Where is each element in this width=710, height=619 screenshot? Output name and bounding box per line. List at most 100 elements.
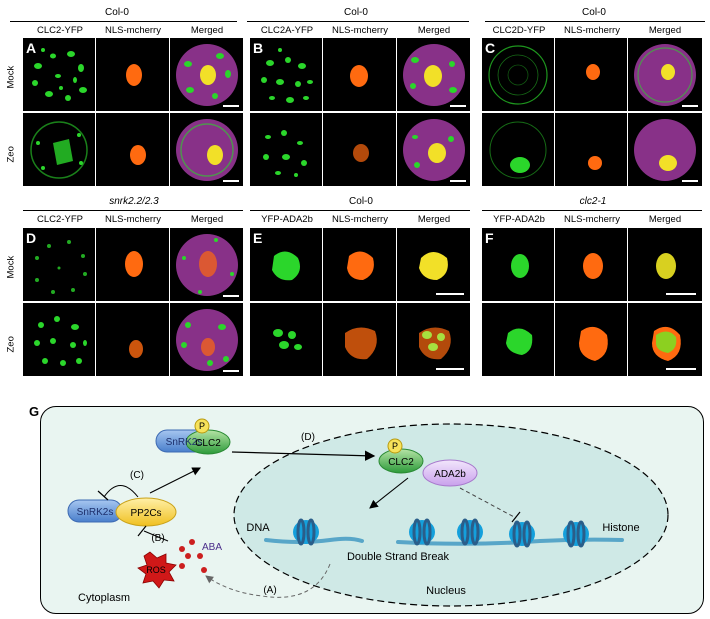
group-header-c: Col-0: [582, 7, 606, 18]
group-header-e: Col-0: [349, 196, 373, 207]
cell-image: [403, 44, 465, 106]
scale-bar: [666, 293, 696, 295]
label-clc2-cyto: CLC2: [195, 438, 221, 449]
col-title-a1: CLC2-YFP: [37, 25, 83, 36]
panel-e-merged-mock: [397, 228, 470, 301]
cell-image: [347, 251, 374, 280]
group-rule-e: [250, 210, 470, 211]
col-title-d1: CLC2-YFP: [37, 214, 83, 225]
panel-b-merged-zeo: [397, 113, 470, 186]
cell-image: [263, 130, 307, 177]
scale-bar: [682, 105, 698, 107]
cell-image: [32, 48, 87, 101]
panel-c-gfp-zeo: [482, 113, 554, 186]
panel-f-gfp-mock: F: [482, 228, 554, 301]
panel-d-mcherry-mock: [96, 228, 169, 301]
panel-e-merged-zeo: [397, 303, 470, 376]
cell-image: [588, 156, 602, 170]
label-p-nuc: P: [392, 441, 398, 451]
inhibit-pp2cs: [143, 530, 169, 542]
panel-c-merged-mock: [628, 38, 702, 111]
label-histone: Histone: [602, 522, 639, 534]
label-pp2cs: PP2Cs: [130, 508, 161, 519]
label-cytoplasm: Cytoplasm: [78, 592, 130, 604]
cell-image: [34, 316, 87, 366]
cell-image: [489, 121, 547, 179]
inhibit-histone: [459, 487, 517, 519]
label-dsb: Double Strand Break: [347, 551, 450, 563]
panel-c-gfp-mock: C: [482, 38, 554, 111]
cell-image: [176, 309, 238, 371]
scale-bar: [682, 180, 698, 182]
label-step-b: (B): [151, 533, 164, 544]
inhibit-snrk2s-bar: [97, 490, 109, 501]
cell-image: [353, 144, 369, 162]
panel-e-mcherry-mock: [323, 228, 396, 301]
cell-image: [656, 253, 676, 279]
panel-letter-a: A: [26, 40, 37, 56]
panel-b-gfp-zeo: [250, 113, 322, 186]
cell-image: [176, 234, 238, 296]
dna-strand-right: [396, 537, 624, 546]
panel-a-mcherry-mock: [96, 38, 169, 111]
label-p-top: P: [199, 421, 205, 431]
panel-a-mcherry-zeo: [96, 113, 169, 186]
scale-bar: [436, 293, 464, 295]
inhibit-snrk2s: [103, 485, 139, 498]
cell-image: [176, 119, 238, 181]
label-ros: ROS: [146, 565, 166, 575]
label-step-c: (C): [130, 470, 144, 481]
label-snrk2s-left: SnRK2s: [77, 507, 114, 518]
label-snrk2s-top: SnRK2s: [166, 437, 203, 448]
arrow-dsb-repair: [369, 477, 409, 509]
arrow-d: [231, 450, 376, 461]
panel-c-merged-zeo: [628, 113, 702, 186]
cell-image: [419, 252, 448, 280]
panel-e-mcherry-zeo: [323, 303, 396, 376]
cell-image: [126, 64, 142, 86]
panel-c-mcherry-zeo: [555, 113, 627, 186]
cell-image: [634, 44, 696, 106]
nucleosome-group: [293, 518, 589, 548]
panel-f-merged-mock: [628, 228, 702, 301]
panel-d-merged-mock: [170, 228, 243, 301]
panel-b-mcherry-zeo: [323, 113, 396, 186]
col-title-e1: YFP-ADA2b: [261, 214, 313, 225]
scale-bar: [223, 180, 239, 182]
col-title-f3: Merged: [648, 214, 682, 225]
ros-burst-icon: [137, 551, 177, 589]
cell-image: [30, 121, 88, 179]
panel-b-merged-mock: [397, 38, 470, 111]
arrow-c: [149, 467, 201, 494]
group-rule-b: [247, 21, 469, 22]
col-title-f2: NLS-mcherry: [564, 214, 620, 225]
panel-f-gfp-zeo: [482, 303, 554, 376]
col-title-b3: Merged: [417, 25, 451, 36]
cell-image: [652, 326, 681, 361]
panel-d-gfp-mock: D: [23, 228, 95, 301]
label-nucleus: Nucleus: [426, 585, 466, 597]
group-header-d: snrk2.2/2.3: [109, 196, 159, 207]
col-title-b1: CLC2A-YFP: [260, 25, 314, 36]
panel-d-merged-zeo: [170, 303, 243, 376]
panel-f-merged-zeo: [628, 303, 702, 376]
aba-dots-icon: [179, 539, 207, 573]
panel-d-gfp-zeo: [23, 303, 95, 376]
label-aba: ABA: [202, 542, 222, 553]
cell-image: [130, 145, 146, 165]
col-title-e2: NLS-mcherry: [332, 214, 388, 225]
inhibit-histone-bar: [511, 511, 521, 523]
cell-image: [506, 328, 533, 355]
panel-c-mcherry-mock: [555, 38, 627, 111]
panel-b-mcherry-mock: [323, 38, 396, 111]
phospho-marker-nuc: [387, 438, 403, 454]
group-rule-c: [485, 21, 705, 22]
col-title-c1: CLC2D-YFP: [492, 25, 546, 36]
group-header-f: clc2-1: [579, 196, 607, 207]
panel-a-gfp-mock: A: [23, 38, 95, 111]
col-title-c2: NLS-mcherry: [564, 25, 620, 36]
scale-bar: [223, 370, 239, 372]
label-step-a: (A): [263, 585, 276, 596]
panel-letter-b: B: [253, 40, 264, 56]
